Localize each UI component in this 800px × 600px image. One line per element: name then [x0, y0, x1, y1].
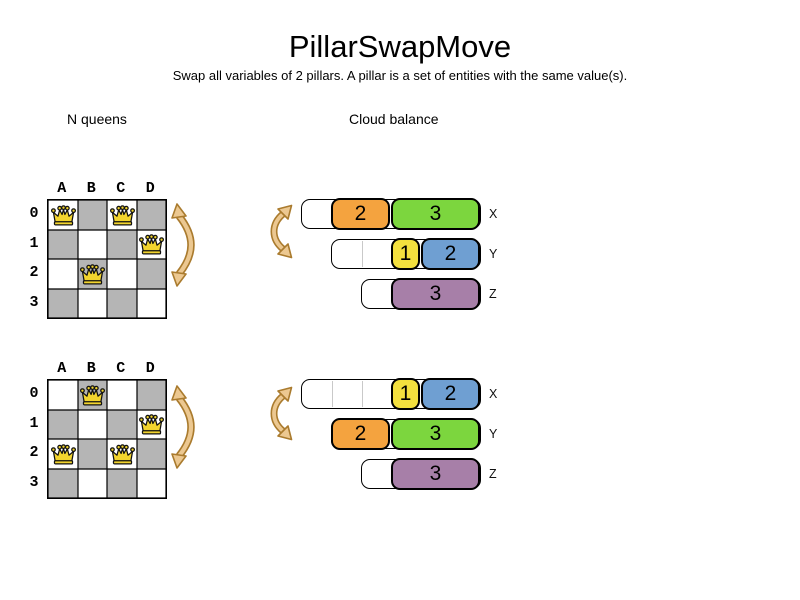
process-pill: 1 — [391, 378, 420, 410]
board-cell — [136, 288, 166, 318]
process-pill: 2 — [331, 418, 390, 450]
board-cell — [48, 380, 78, 410]
board-row-label: 3 — [29, 293, 39, 311]
process-pill: 3 — [391, 418, 480, 450]
board-col-label: B — [86, 360, 96, 377]
board-cell — [107, 229, 137, 259]
section-label-nqueens: N queens — [67, 111, 127, 127]
board-cell — [77, 468, 107, 498]
board-col-label: A — [57, 180, 67, 197]
swap-arrow-icon — [171, 203, 195, 287]
board-cell — [48, 288, 78, 318]
board-cell — [136, 380, 166, 410]
board-cell — [136, 439, 166, 469]
process-pill: 1 — [391, 238, 420, 270]
board-cell — [48, 409, 78, 439]
page-subtitle: Swap all variables of 2 pillars. A pilla… — [172, 68, 628, 83]
board-grid — [47, 379, 167, 499]
queen-icon — [139, 233, 164, 261]
capacity-unit-divider — [362, 241, 363, 267]
board-col-label: B — [86, 180, 96, 197]
queen-icon — [80, 263, 105, 291]
board-cell — [107, 468, 137, 498]
board-col-label: A — [57, 360, 67, 377]
board-row-label: 1 — [29, 234, 39, 252]
process-pill: 3 — [391, 278, 480, 310]
board-cell — [107, 259, 137, 289]
cloud-row-label: Y — [489, 427, 498, 441]
process-pill: 3 — [391, 198, 480, 230]
board-cell — [77, 200, 107, 230]
board-row-label: 3 — [29, 473, 39, 491]
board-cell — [107, 380, 137, 410]
cloud-row-label: Z — [489, 287, 497, 301]
board-row-label: 2 — [29, 264, 39, 281]
queen-icon — [139, 413, 164, 441]
board-row-label: 0 — [29, 385, 39, 402]
board-cell — [77, 409, 107, 439]
swap-arrow-icon — [270, 386, 293, 441]
capacity-unit-divider — [332, 381, 333, 407]
board-col-label: C — [116, 360, 126, 377]
board-col-label: C — [116, 180, 126, 197]
process-pill: 2 — [421, 378, 480, 410]
board-cell — [48, 229, 78, 259]
board-row-label: 2 — [29, 444, 39, 461]
board-row-label: 1 — [29, 414, 39, 432]
board-cell — [136, 259, 166, 289]
queen-icon — [109, 204, 135, 232]
cloud-row-label: Z — [489, 467, 497, 481]
process-pill: 3 — [391, 458, 480, 490]
process-pill: 2 — [331, 198, 390, 230]
board-cell — [77, 439, 107, 469]
board-cell — [48, 468, 78, 498]
process-pill: 2 — [421, 238, 480, 270]
capacity-unit-divider — [362, 381, 363, 407]
cloud-row-label: Y — [489, 247, 498, 261]
queen-icon — [80, 384, 105, 412]
board-col-label: D — [145, 360, 155, 377]
cloud-row-label: X — [489, 207, 498, 221]
section-label-cloud-balance: Cloud balance — [349, 111, 439, 127]
queen-icon — [50, 443, 76, 471]
swap-arrow-icon — [171, 385, 195, 469]
board-col-label: D — [145, 180, 155, 197]
cloud-row-label: X — [489, 387, 498, 401]
queen-icon — [50, 204, 76, 232]
board-row-label: 0 — [29, 205, 39, 222]
board-cell — [136, 200, 166, 230]
board-grid — [47, 199, 167, 319]
chessboard-after: A B C D 0 1 2 3 — [29, 360, 167, 499]
board-cell — [107, 409, 137, 439]
board-cell — [48, 259, 78, 289]
chessboard-before: A B C D 0 1 2 3 — [29, 180, 167, 319]
board-cell — [107, 288, 137, 318]
board-cell — [77, 229, 107, 259]
queen-icon — [109, 443, 135, 471]
board-cell — [77, 288, 107, 318]
page-title: PillarSwapMove — [288, 29, 512, 64]
swap-arrow-icon — [270, 204, 293, 259]
board-cell — [136, 468, 166, 498]
